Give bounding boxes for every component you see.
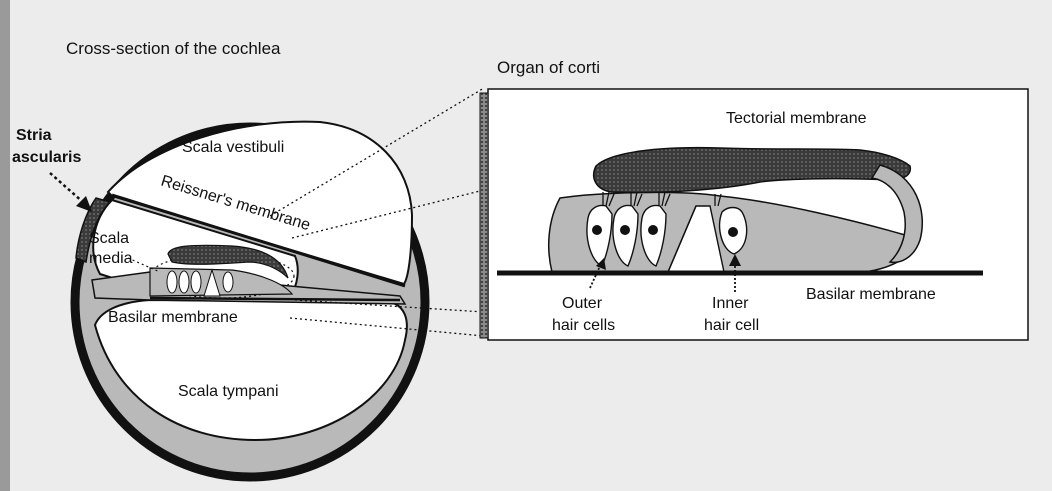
label-basilar-membrane-cochlea: Basilar membrane (108, 309, 238, 326)
basilar-membrane-line (149, 296, 401, 302)
outer-hair-cells (586, 204, 667, 267)
mini-organ-of-corti (149, 244, 295, 299)
outer-cells-pointer (589, 265, 601, 289)
label-inner-line2: hair cell (704, 317, 759, 334)
title-cochlea: Cross-section of the cochlea (66, 39, 281, 58)
label-scala-vestibuli: Scala vestibuli (182, 139, 284, 156)
mini-hair-cell-2 (178, 270, 190, 294)
outer-hair-cell-1 (586, 204, 613, 267)
pillar-left (667, 205, 697, 273)
tectorial-membrane (592, 146, 912, 194)
mini-tunnel (203, 268, 221, 297)
stria-vascularis (75, 197, 112, 264)
stria-pointer (49, 172, 85, 204)
reissners-membrane (111, 193, 406, 288)
title-organ-of-corti: Organ of corti (497, 58, 600, 77)
label-scala-media-line1: Scala (89, 230, 129, 247)
page-edge-shadow (0, 0, 10, 491)
organ-of-corti-detail (479, 88, 1029, 341)
detail-side-strip (479, 92, 489, 339)
outer-hair-cell-3 (640, 204, 667, 267)
label-basilar-membrane-detail: Basilar membrane (806, 286, 936, 303)
outer-hair-cell-2 (612, 204, 639, 267)
stereocilia (602, 191, 722, 207)
cochlea-cross-section (49, 120, 430, 482)
scala-media-pointer (127, 257, 161, 273)
outer-cells-arrowhead (596, 258, 606, 270)
tectorial-tail (870, 164, 924, 264)
label-outer-line1: Outer (562, 295, 603, 312)
zoom-guides (269, 87, 485, 337)
stria-arrowhead (76, 196, 92, 212)
label-stria-line2: ascularis (12, 149, 81, 166)
mini-dotted-outline (149, 253, 295, 299)
mini-hair-cell-3 (190, 270, 202, 294)
inner-cell-arrowhead (729, 254, 741, 266)
label-inner-line1: Inner (712, 295, 749, 312)
outer-hair-cell-nucleus-1 (592, 225, 602, 235)
inner-hair-cell-nucleus (728, 227, 738, 237)
label-outer-line2: hair cells (552, 317, 615, 334)
mini-hair-cell-1 (166, 270, 178, 294)
label-stria-line1: Stria (16, 127, 52, 144)
scala-vestibuli-cavity (106, 120, 414, 286)
mini-tectorial-membrane (167, 244, 289, 279)
label-tectorial-membrane: Tectorial membrane (726, 110, 867, 127)
outer-hair-cell-nucleus-2 (620, 225, 630, 235)
mini-hair-cell-inner (222, 271, 234, 293)
label-scala-tympani: Scala tympani (178, 383, 279, 400)
label-scala-media-line2: media (89, 250, 133, 267)
outer-hair-cell-nucleus-3 (648, 225, 658, 235)
